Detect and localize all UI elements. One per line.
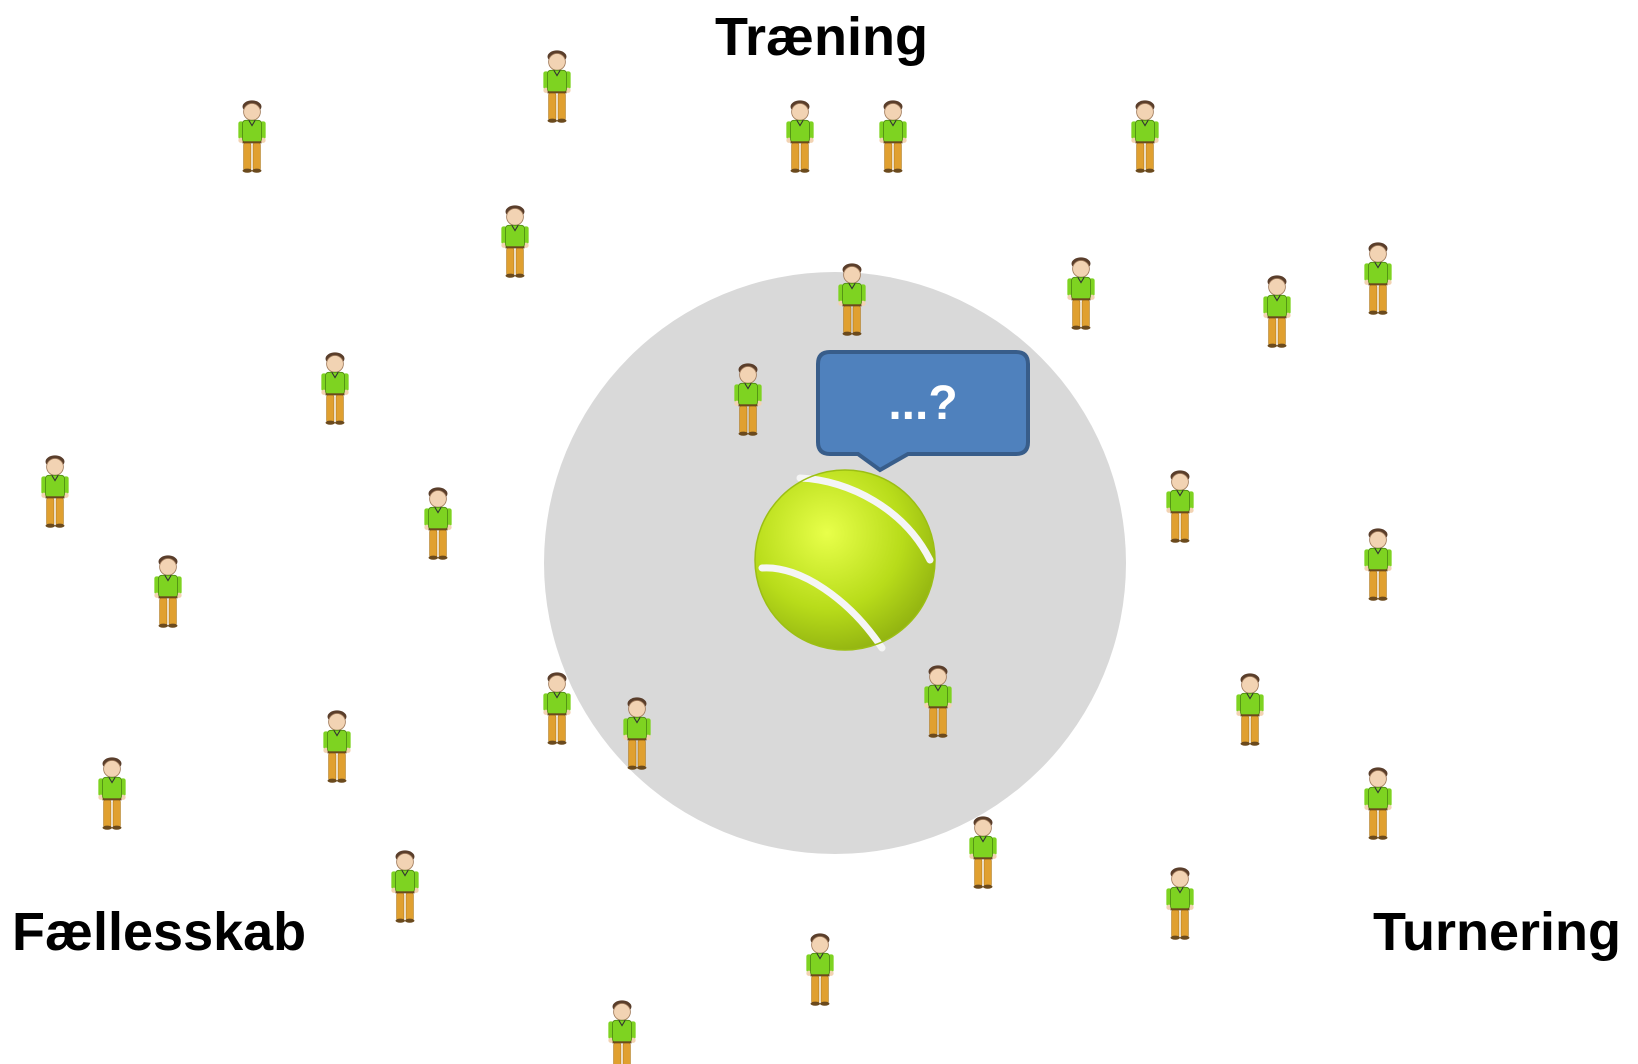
label-faellesskab: Fællesskab (12, 902, 307, 962)
person-icon (1165, 866, 1195, 941)
person-icon (968, 815, 998, 890)
speech-bubble-text: ...? (888, 376, 958, 430)
person-icon (1363, 527, 1393, 602)
person-icon (322, 709, 352, 784)
speech-bubble (816, 350, 1030, 473)
person-icon (390, 849, 420, 924)
tennis-ball-icon (754, 469, 936, 652)
person-icon (320, 351, 350, 426)
person-icon (237, 99, 267, 174)
person-icon (1363, 241, 1393, 316)
person-icon (500, 204, 530, 279)
person-icon (1363, 766, 1393, 841)
person-icon (878, 99, 908, 174)
person-icon (423, 486, 453, 561)
person-icon (1130, 99, 1160, 174)
label-traening: Træning (715, 7, 928, 67)
person-icon (607, 999, 637, 1064)
person-icon (97, 756, 127, 831)
person-icon (805, 932, 835, 1007)
person-icon (40, 454, 70, 529)
person-icon (153, 554, 183, 629)
person-icon (1165, 469, 1195, 544)
person-icon (1066, 256, 1096, 331)
label-turnering: Turnering (1373, 902, 1621, 962)
person-icon (542, 49, 572, 124)
person-icon (785, 99, 815, 174)
person-icon (542, 671, 572, 746)
person-icon (1235, 672, 1265, 747)
person-icon (1262, 274, 1292, 349)
